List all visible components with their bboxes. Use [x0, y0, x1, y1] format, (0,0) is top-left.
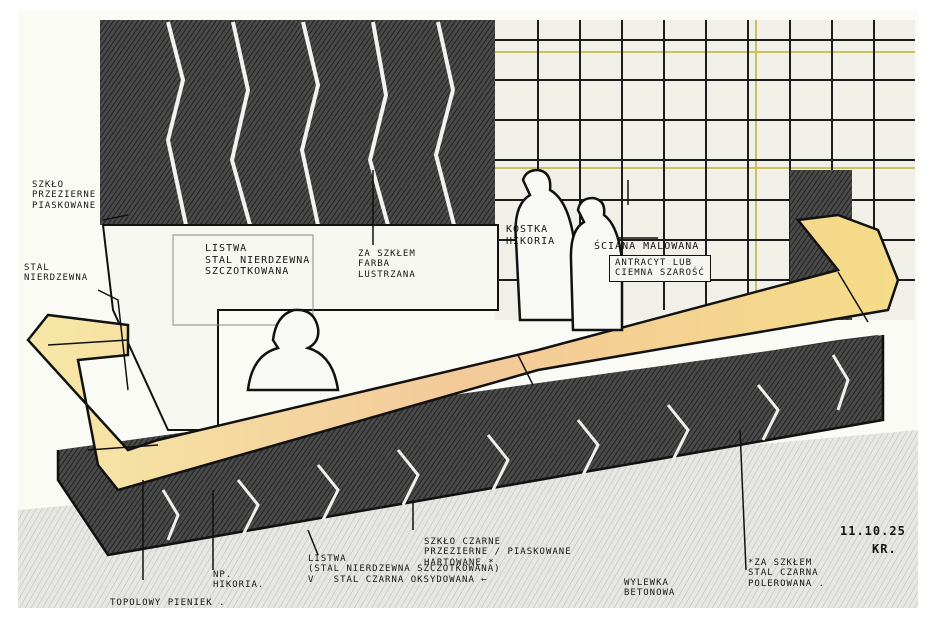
glass-panel-seams — [165, 21, 456, 226]
annotation-anthracite: ANTRACYT LUB CIEMNA SZAROŚĆ — [609, 255, 711, 282]
sketch-sheet: SZKŁO PRZEZIERNE PIASKOWANE STAL NIERDZE… — [18, 10, 918, 608]
people-silhouettes — [246, 168, 624, 392]
sketch-initials: KR. — [872, 542, 897, 556]
steel-strip-box — [172, 234, 314, 326]
annotation-bottom-strip: LISTWA (STAL NIERDZEWNA SZCZOTKOWANA) V … — [308, 554, 501, 585]
sketch-date: 11.10.25 — [840, 524, 906, 538]
dark-back-wall — [100, 20, 495, 225]
annotation-mirror-paint: ZA SZKŁEM FARBA LUSTRZANA — [358, 249, 416, 280]
concrete-floor — [18, 430, 918, 608]
annotation-polished-steel: *ZA SZKŁEM STAL CZARNA POLEROWANA . — [748, 558, 826, 589]
annotation-hickory: NP. HIKORIA. — [213, 570, 265, 591]
standing-person-right — [569, 196, 624, 332]
annotation-steel-strip: LISTWA STAL NIERDZEWNA SZCZOTKOWANA — [205, 243, 311, 277]
seated-person — [246, 308, 340, 392]
counter-zigzag-panels — [161, 354, 850, 541]
counter-front — [56, 335, 885, 557]
counter-top — [26, 213, 900, 492]
reception-desk-drawing — [18, 20, 918, 608]
annotation-stainless-steel: STAL NIERDZEWNA — [24, 263, 89, 284]
standing-person-left — [514, 168, 576, 322]
annotation-painted-wall: ŚCIANA MALOWANA — [594, 241, 700, 252]
leader-lines — [97, 170, 747, 580]
annotation-concrete-floor: WYLEWKA BETONOWA — [624, 578, 676, 599]
annotation-poplar-stump: TOPOLOWY PIENIEK . — [110, 598, 226, 608]
annotation-frosted-glass: SZKŁO PRZEZIERNE PIASKOWANE — [32, 180, 97, 211]
annotation-hickory-block: KOSTKA HIKORIA — [506, 224, 556, 247]
counter-joints — [47, 271, 869, 451]
annotation-black-glass: SZKŁO CZARNE PRZEZIERNE / PIASKOWANE HAR… — [424, 537, 572, 568]
